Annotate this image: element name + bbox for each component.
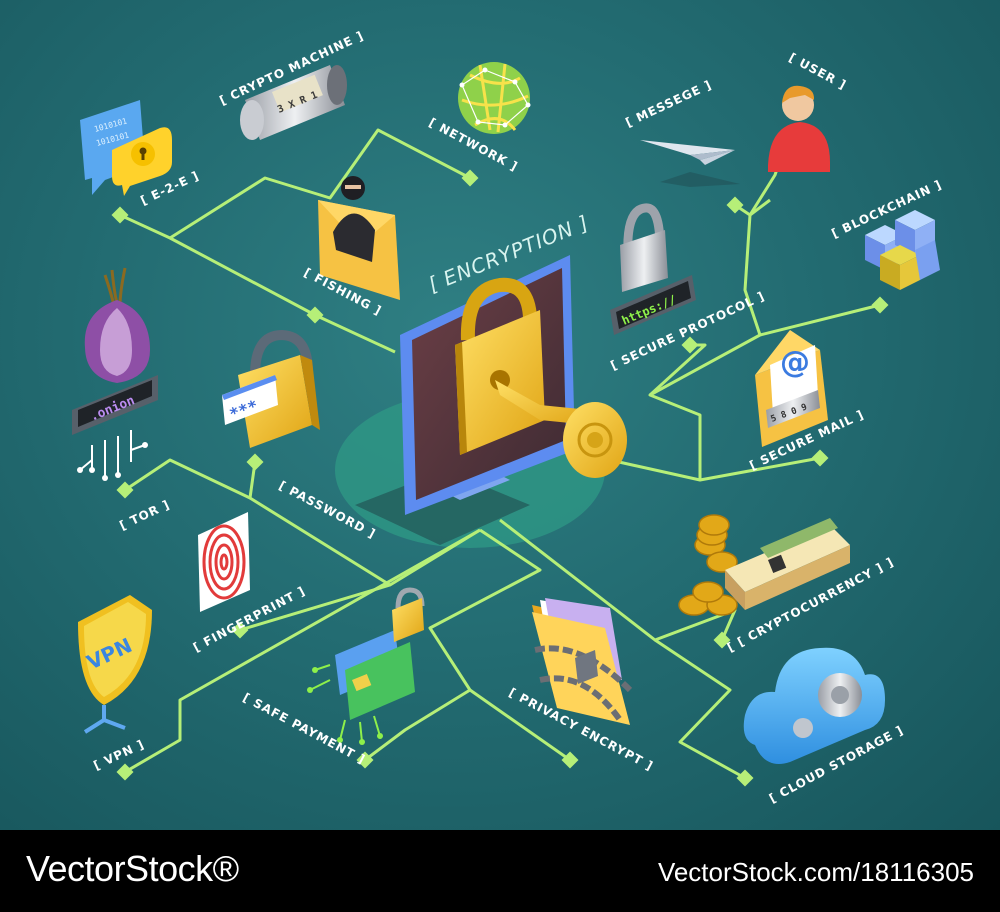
paper-plane-icon <box>640 140 740 187</box>
secure-mail-icon: @ 5 8 0 9 <box>755 330 828 447</box>
label-messege: [ MESSEGE ] <box>623 78 714 130</box>
network-globe-icon <box>458 62 531 134</box>
label-tor: [ TOR ] <box>117 497 172 532</box>
vpn-shield-icon: VPN <box>78 595 152 734</box>
fingerprint-icon <box>198 512 250 612</box>
password-lock-icon: *** <box>222 329 320 448</box>
infographic: [ ENCRYPTION ] 1010101 1010101 [ E-2-E ]… <box>0 0 1000 830</box>
secure-protocol-lock-icon: https:// <box>610 203 696 335</box>
blockchain-cubes-icon <box>865 210 940 290</box>
vectorstock-brand: VectorStock® <box>26 848 239 889</box>
svg-text:@: @ <box>780 345 810 380</box>
safe-payment-icon <box>307 587 425 745</box>
watermark-footer: VectorStock® VectorStock.com/18116305 <box>0 830 1000 912</box>
tor-onion-icon: .onion <box>72 267 158 481</box>
e2e-chat-icon: 1010101 1010101 <box>80 100 172 196</box>
fishing-envelope-icon <box>318 176 400 300</box>
label-vpn: [ VPN ] <box>91 737 146 773</box>
crypto-machine-icon: 3 X R 1 <box>240 65 347 140</box>
monitor-lock-icon: [ ENCRYPTION ] <box>355 210 627 545</box>
image-id: VectorStock.com/18116305 <box>657 857 974 887</box>
cloud-storage-icon <box>743 647 885 764</box>
privacy-folder-icon <box>532 598 633 725</box>
user-avatar-icon <box>768 85 830 172</box>
encryption-flowchart: [ ENCRYPTION ] 1010101 1010101 [ E-2-E ]… <box>72 28 944 806</box>
cryptocurrency-icon <box>678 514 850 616</box>
